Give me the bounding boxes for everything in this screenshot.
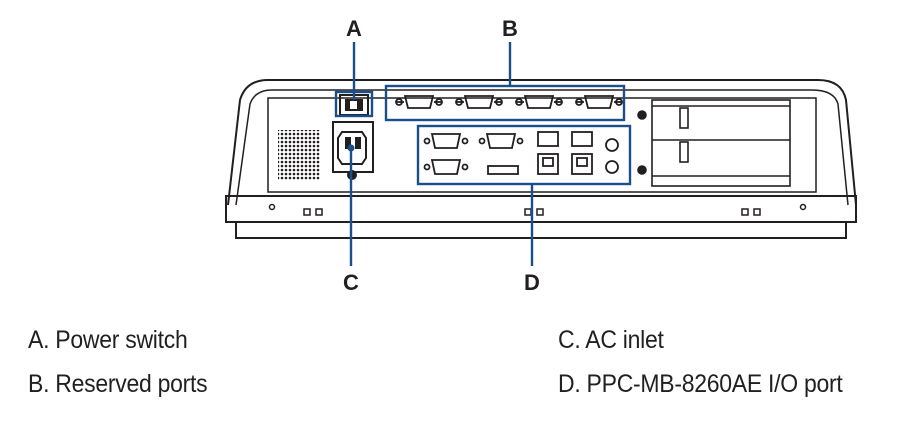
usb-port-1	[537, 131, 559, 147]
expansion-slots	[637, 99, 791, 187]
audio-jack-1	[605, 138, 619, 152]
legend-item-d: D. PPC-MB-8260AE I/O port	[558, 370, 843, 398]
legend-item-a: A. Power switch	[28, 326, 188, 354]
com-port-1	[423, 133, 469, 149]
callout-leaders	[334, 42, 632, 266]
callout-letter-c: C	[343, 270, 359, 295]
reserved-port-3	[515, 95, 563, 109]
vga-port	[423, 159, 469, 175]
callout-letter-b: B	[502, 16, 518, 41]
legend-item-c: C. AC inlet	[558, 326, 664, 354]
usb-port-2	[571, 131, 593, 147]
callout-letter-d: D	[524, 270, 540, 295]
display-port	[487, 165, 519, 175]
device-chassis	[225, 79, 857, 239]
com-port-2	[478, 133, 524, 149]
callout-letter-a: A	[346, 16, 362, 41]
callout-box-a	[334, 90, 374, 118]
vent-grill	[278, 130, 320, 180]
io-ports	[423, 131, 619, 175]
audio-jack-2	[605, 160, 619, 174]
callout-box-d	[416, 124, 632, 186]
reserved-port-1	[395, 95, 443, 109]
legend-item-b: B. Reserved ports	[28, 370, 208, 398]
lan-port-1	[537, 153, 559, 175]
callout-box-b	[384, 84, 626, 122]
lan-port-2	[571, 153, 593, 175]
reserved-port-2	[455, 95, 503, 109]
reserved-port-4	[575, 95, 623, 109]
reserved-ports	[395, 95, 623, 109]
